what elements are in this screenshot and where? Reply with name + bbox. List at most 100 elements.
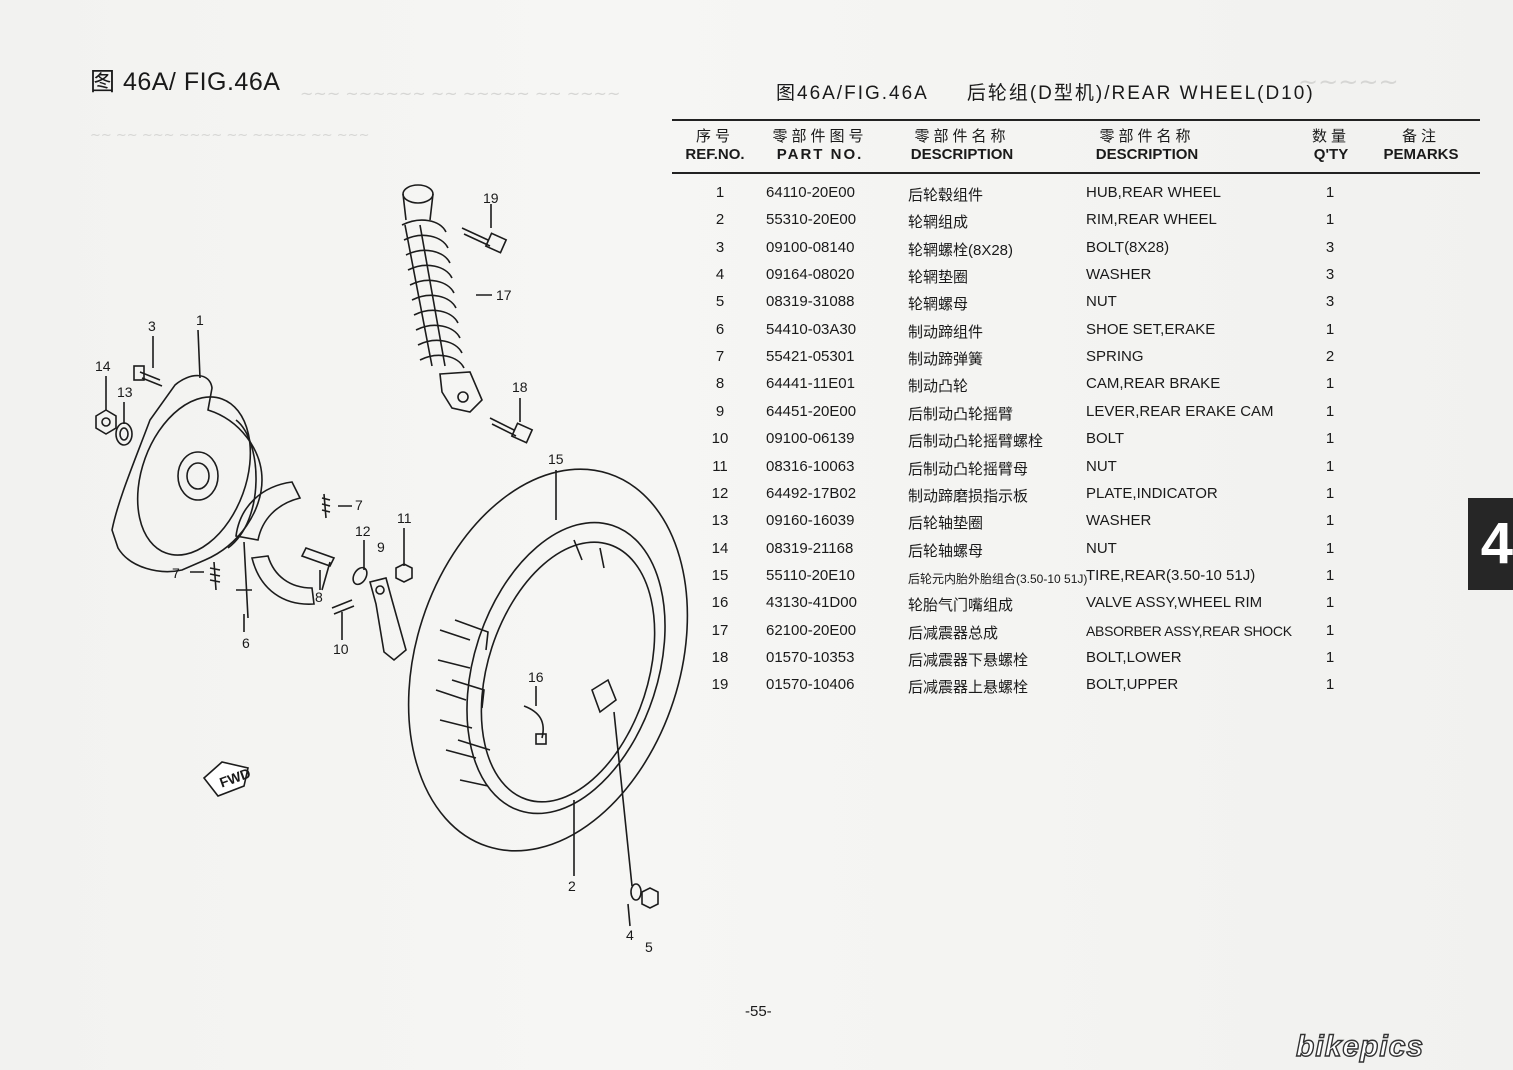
callout-14: 14 [95, 358, 111, 374]
section-tab: 4 [1468, 498, 1513, 590]
qty-cell: 1 [1325, 430, 1335, 448]
ref-no-cell: 2 [715, 211, 725, 229]
ref-no-cell: 11 [712, 457, 728, 475]
rim-washer-drawing [630, 883, 642, 901]
callout-13: 13 [117, 384, 133, 400]
col-head-part: 零部件图号 PART NO. [766, 125, 874, 163]
col-head-ref-en: REF.NO. [685, 146, 745, 163]
callout-1: 1 [196, 312, 204, 328]
description-en-cell: ABSORBER ASSY,REAR SHOCK [1086, 622, 1292, 639]
description-cn-cell: 后减震器总成 [908, 624, 999, 642]
part-no-cell: 43130-41D00 [766, 594, 857, 612]
part-no-cell: 09100-06139 [766, 430, 855, 448]
valve-drawing [523, 705, 547, 745]
callout-19: 19 [483, 190, 499, 206]
callout-5: 5 [645, 939, 653, 955]
description-en-cell: NUT [1086, 457, 1117, 475]
col-head-desc-cn-cn: 零部件名称 [914, 127, 1010, 145]
brake-cam-drawing [300, 547, 336, 591]
ref-no-cell: 8 [715, 375, 725, 393]
page-number: -55- [745, 1003, 772, 1020]
part-no-cell: 01570-10406 [766, 676, 855, 694]
description-cn-cell: 轮辋螺母 [908, 296, 969, 314]
figure-title: 图 46A/ FIG.46A [90, 68, 281, 96]
description-cn-cell: 后轮轴垫圈 [908, 515, 984, 533]
header-section-title: 后轮组(D型机)/REAR WHEEL(D10) [966, 83, 1315, 104]
qty-cell: 1 [1325, 375, 1335, 393]
ref-no-cell: 5 [715, 293, 725, 311]
description-en-cell: SPRING [1086, 348, 1144, 366]
rim-drawing [480, 541, 656, 803]
bleed-through-text: ~~ ~~ ~~~ ~~~~ ~~ ~~~~~ ~~ ~~~ [90, 128, 370, 143]
callout-18: 18 [512, 379, 528, 395]
description-cn-cell: 制动蹄组件 [908, 323, 984, 341]
description-en-cell: WASHER [1086, 266, 1152, 284]
description-en-cell: BOLT(8X28) [1086, 238, 1170, 256]
ref-no-cell: 1 [715, 184, 725, 201]
bleed-through-text: ~~~ ~~~~~~ ~~ ~~~~~ ~~ ~~~~ [300, 84, 621, 103]
brake-spring-drawing [209, 493, 331, 591]
ref-no-cell: 15 [711, 566, 729, 584]
col-head-part-cn: 零部件图号 [772, 127, 868, 145]
qty-cell: 3 [1325, 238, 1335, 256]
part-no-cell: 55421-05301 [766, 348, 855, 366]
watermark-logo: bikepics [1295, 1029, 1425, 1063]
ref-no-cell: 14 [711, 539, 729, 557]
ref-no-cell: 18 [711, 648, 729, 666]
callout-17: 17 [496, 287, 512, 303]
header-rule-top [672, 119, 1480, 121]
ref-no-cell: 13 [711, 512, 729, 530]
col-head-ref-cn: 序号 [695, 127, 734, 145]
ref-no-cell: 4 [715, 266, 725, 284]
description-cn-cell: 制动蹄弹簧 [908, 351, 984, 369]
callout-6: 6 [242, 635, 250, 651]
col-head-desc-en-en: DESCRIPTION [1095, 146, 1199, 163]
axle-nut-drawing [95, 409, 117, 435]
qty-cell: 1 [1325, 594, 1335, 612]
callout-16: 16 [528, 669, 544, 685]
description-cn-cell: 后制动凸轮摇臂 [908, 405, 1014, 423]
brake-shoe-drawing [235, 481, 315, 619]
part-no-cell: 08319-21168 [766, 539, 854, 557]
description-cn-cell: 轮辋组成 [908, 214, 969, 232]
description-cn-cell: 轮辋垫圈 [908, 269, 969, 287]
ref-no-cell: 19 [711, 676, 729, 694]
description-en-cell: RIM,REAR WHEEL [1086, 211, 1217, 229]
tire-drawing [407, 468, 689, 852]
description-cn-cell: 后减震器下悬螺栓 [908, 651, 1029, 669]
description-cn-cell: 后制动凸轮摇臂螺栓 [908, 433, 1044, 451]
part-no-cell: 08316-10063 [766, 457, 855, 475]
part-no-cell: 64451-20E00 [766, 402, 857, 420]
cam-lever-drawing [369, 577, 407, 662]
qty-cell: 1 [1325, 320, 1335, 338]
description-en-cell: NUT [1086, 293, 1117, 311]
part-no-cell: 55110-20E10 [766, 566, 855, 584]
qty-cell: 2 [1325, 348, 1335, 366]
ref-no-cell: 9 [715, 402, 725, 420]
part-no-cell: 55310-20E00 [766, 211, 857, 229]
callout-7-upper: 7 [355, 497, 363, 513]
qty-cell: 1 [1325, 184, 1335, 201]
col-head-qty-en: Q'TY [1313, 146, 1349, 163]
description-en-cell: SHOE SET,ERAKE [1086, 320, 1216, 338]
ref-no-cell: 16 [711, 594, 729, 612]
description-en-cell: HUB,REAR WHEEL [1086, 184, 1222, 201]
fwd-arrow-icon: FWD [202, 761, 253, 797]
qty-cell: 3 [1325, 266, 1335, 284]
col-head-remarks-en: PEMARKS [1383, 146, 1459, 163]
hub-drawing [111, 374, 263, 573]
qty-cell: 1 [1325, 211, 1335, 229]
col-head-desc-cn: 零部件名称 DESCRIPTION [902, 125, 1022, 163]
description-en-cell: BOLT,LOWER [1086, 648, 1182, 666]
